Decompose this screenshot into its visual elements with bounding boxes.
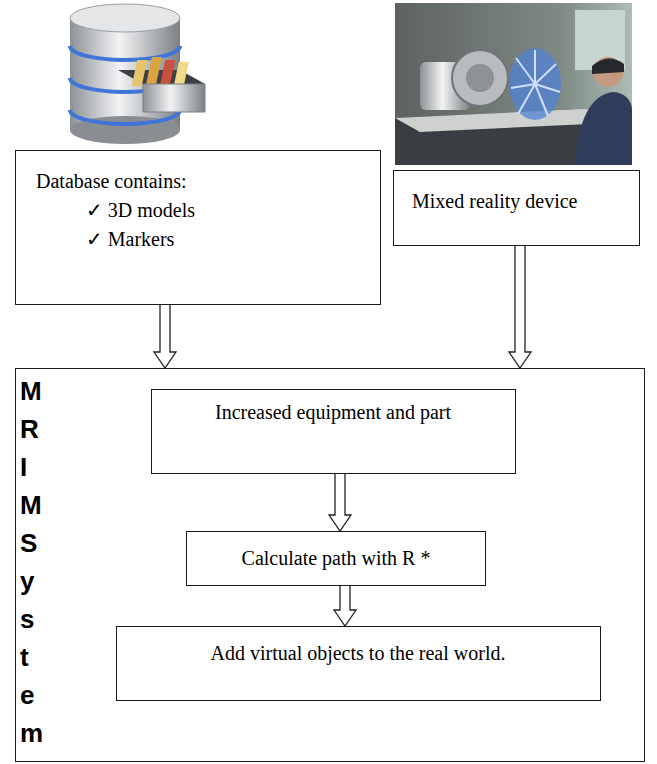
- cylinder-body: [70, 18, 180, 130]
- hollow-arrow: [509, 246, 531, 368]
- cylinder-top: [70, 4, 180, 32]
- drawer-front: [143, 84, 205, 112]
- data-source-box: Database contains:✓ 3D models✓ Markers: [15, 150, 381, 305]
- system-label: MRIM System: [20, 372, 46, 752]
- headset: [592, 58, 624, 74]
- fan-blades: [511, 50, 560, 116]
- photo-background: [395, 3, 632, 165]
- device-box: Mixed reality device: [393, 170, 640, 246]
- box-text: Increased equipment and part: [215, 398, 451, 427]
- blue-band: [70, 46, 180, 60]
- process-box: Calculate path with R *: [186, 531, 486, 586]
- database-icon: [70, 4, 205, 144]
- process-box: Add virtual objects to the real world.: [116, 626, 601, 701]
- box-text: Mixed reality device: [412, 187, 578, 216]
- list-item: ✓ 3D models: [86, 196, 195, 225]
- hollow-arrow: [334, 586, 356, 626]
- list-item: ✓ Markers: [86, 225, 174, 254]
- turbine-core: [466, 64, 494, 92]
- folder: [174, 62, 189, 86]
- hollow-arrow: [329, 474, 351, 531]
- folder: [132, 60, 148, 86]
- mixed-reality-photo: [395, 3, 632, 165]
- person-body: [575, 92, 632, 165]
- virtual-fan: [509, 48, 561, 120]
- box-text: Add virtual objects to the real world.: [211, 639, 506, 668]
- folder: [146, 57, 162, 86]
- folder: [160, 60, 176, 86]
- system-frame: MRIM System Increased equipment and partC…: [15, 368, 645, 762]
- person-head: [593, 57, 623, 87]
- box-text: Calculate path with R *: [242, 544, 431, 573]
- hollow-arrow: [154, 305, 176, 368]
- turbine-casing: [452, 50, 508, 106]
- process-box: Increased equipment and part: [151, 389, 516, 474]
- box-text: Database contains:: [36, 167, 187, 196]
